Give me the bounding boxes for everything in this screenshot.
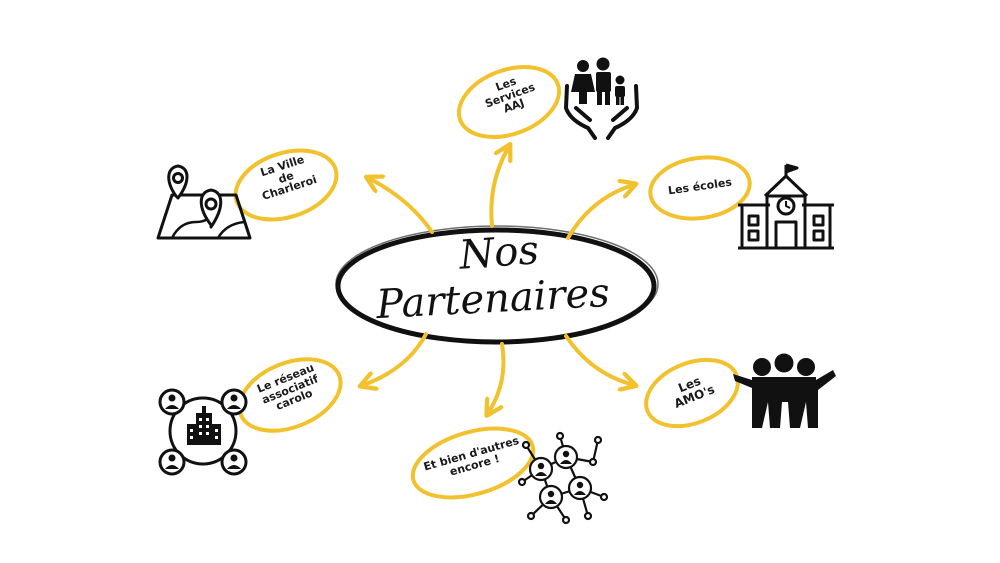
- map-pins-icon: [156, 164, 252, 240]
- arrow-to-aaj: [489, 150, 507, 228]
- network-building-icon: [158, 388, 248, 476]
- ellipse-aaj: [456, 65, 562, 139]
- arrow-to-autres: [490, 342, 506, 410]
- ellipse-reseau: [237, 357, 343, 433]
- ellipse-amo: [644, 357, 740, 429]
- arrow-to-ecoles: [566, 186, 630, 240]
- arrow-to-ville: [372, 180, 434, 234]
- school-building-icon: [738, 163, 834, 250]
- connector-arrows: [366, 150, 630, 410]
- people-network-icon: [517, 431, 609, 525]
- group-hug-icon: [733, 353, 836, 428]
- family-hands-icon: [564, 57, 639, 140]
- arrow-to-reseau: [366, 332, 428, 384]
- arrow-to-amo: [564, 334, 630, 384]
- ellipse-autres: [410, 426, 536, 500]
- central-ellipse: [335, 225, 659, 345]
- title-line-1: Nos: [457, 227, 541, 279]
- ellipse-ecoles: [648, 155, 752, 221]
